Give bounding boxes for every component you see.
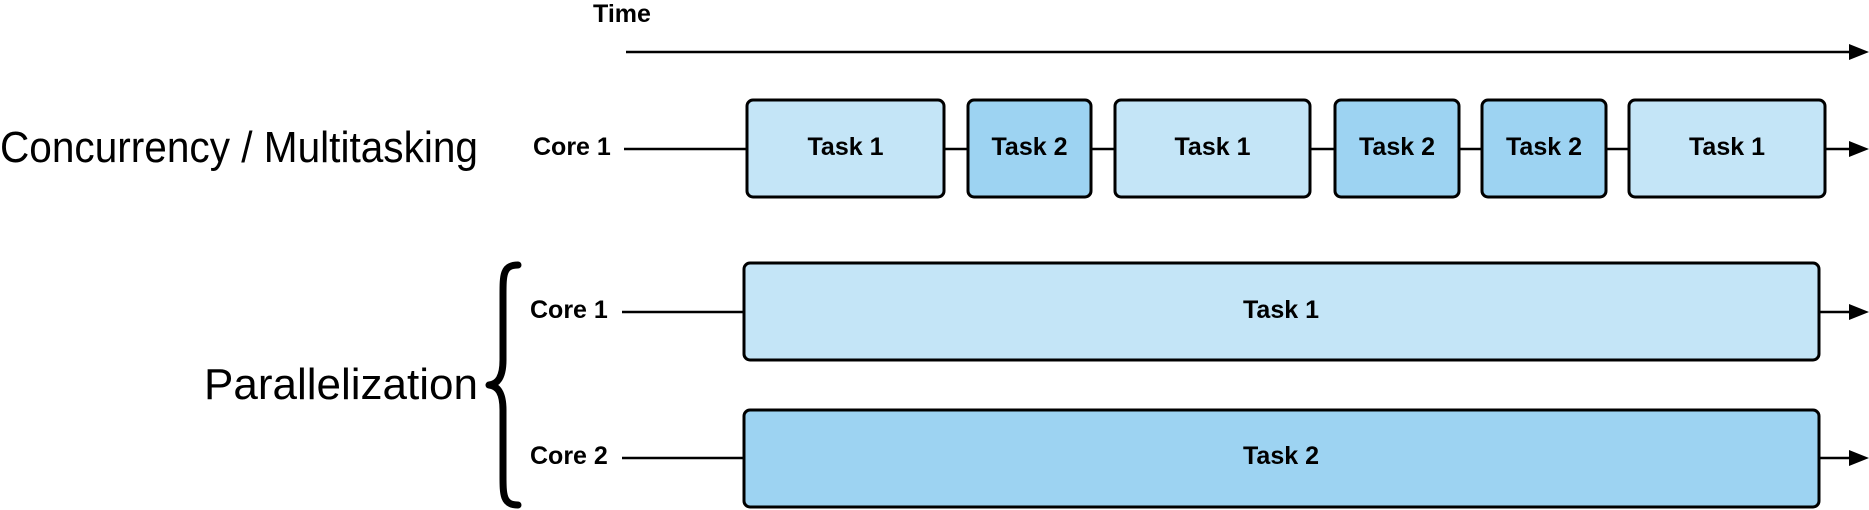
concurrency-task-box bbox=[1627, 98, 1827, 199]
brace-icon bbox=[485, 261, 522, 509]
concurrency-task-box bbox=[1480, 98, 1608, 199]
concurrency-title: Concurrency / Multitasking bbox=[0, 123, 478, 172]
concurrency-task-group: Task 1 Task 2 Task 1 Task 2 Task 2 Task 1 bbox=[745, 98, 1827, 199]
parallelization-title: Parallelization bbox=[204, 360, 478, 409]
concurrency-task-box bbox=[1333, 98, 1461, 199]
parallel-core1-label: Core 1 bbox=[530, 296, 608, 324]
concurrency-task-box bbox=[1113, 98, 1312, 199]
parallel-core2-arrowhead bbox=[1849, 450, 1869, 466]
parallel-core1-arrowhead bbox=[1849, 304, 1869, 320]
parallel-core1-task-box bbox=[742, 261, 1821, 362]
concurrency-task-label: Task 1 bbox=[1175, 133, 1251, 161]
time-label: Time bbox=[593, 0, 651, 28]
concurrency-task-label: Task 2 bbox=[992, 133, 1068, 161]
concurrency-core-label: Core 1 bbox=[533, 133, 611, 161]
parallel-core2-task-box bbox=[742, 408, 1821, 509]
concurrency-task-label: Task 2 bbox=[1359, 133, 1435, 161]
concurrency-task-label: Task 2 bbox=[1506, 133, 1582, 161]
parallel-core2-label: Core 2 bbox=[530, 442, 608, 470]
concurrency-task-box bbox=[745, 98, 946, 199]
concurrency-core-arrowhead bbox=[1849, 141, 1869, 157]
concurrency-task-box bbox=[966, 98, 1093, 199]
time-axis-arrowhead bbox=[1849, 44, 1869, 60]
concurrency-task-label: Task 1 bbox=[1689, 133, 1765, 161]
parallel-core2-task-label: Task 2 bbox=[1243, 442, 1319, 470]
concurrency-task-label: Task 1 bbox=[808, 133, 884, 161]
parallel-core1-task-label: Task 1 bbox=[1243, 296, 1319, 324]
